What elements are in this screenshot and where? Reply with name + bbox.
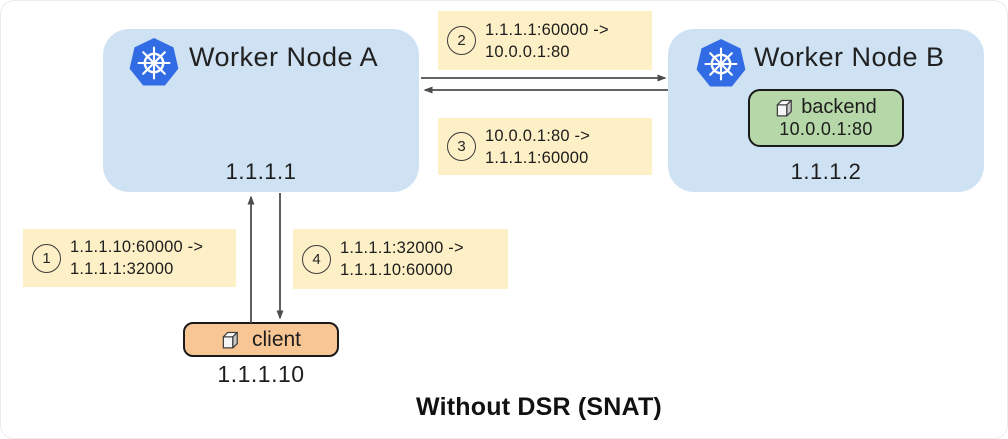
diagram-title: Without DSR (SNAT) xyxy=(416,393,662,421)
step-text: 10.0.0.1:80 -> 1.1.1.1:60000 xyxy=(485,125,590,169)
worker-node-a-box: Worker Node A 1.1.1.1 xyxy=(103,29,419,192)
step-line: 1.1.1.1:32000 -> xyxy=(340,239,464,257)
cube-icon xyxy=(776,99,793,117)
step-line: 1.1.1.10:60000 -> xyxy=(70,238,204,256)
kubernetes-icon xyxy=(129,38,179,86)
kubernetes-icon xyxy=(696,39,746,87)
worker-node-b-ip: 1.1.1.2 xyxy=(790,159,862,184)
step-line: 1.1.1.1:32000 xyxy=(70,260,174,278)
worker-node-b-box: Worker Node B backend 10.0.0.1:80 1.1.1.… xyxy=(668,29,984,192)
step-number-badge: 2 xyxy=(447,26,476,55)
step-number-badge: 1 xyxy=(32,243,61,273)
step-label-3: 3 10.0.0.1:80 -> 1.1.1.1:60000 xyxy=(438,118,652,175)
backend-address: 10.0.0.1:80 xyxy=(779,119,873,140)
worker-node-a-title: Worker Node A xyxy=(189,42,379,72)
step-number-badge: 3 xyxy=(447,132,476,161)
worker-node-b-title: Worker Node B xyxy=(754,42,945,72)
step-line: 10.0.0.1:80 -> xyxy=(485,126,591,145)
cube-icon xyxy=(222,331,238,349)
step-text: 1.1.1.10:60000 -> 1.1.1.1:32000 xyxy=(70,236,203,280)
step-label-2: 2 1.1.1.1:60000 -> 10.0.0.1:80 xyxy=(438,11,652,70)
step-line: 1.1.1.1:60000 -> xyxy=(485,20,609,39)
step-label-4: 4 1.1.1.1:32000 -> 1.1.1.10:60000 xyxy=(293,229,508,289)
worker-node-a-ip: 1.1.1.1 xyxy=(225,159,297,184)
step-label-1: 1 1.1.1.10:60000 -> 1.1.1.1:32000 xyxy=(23,229,236,287)
client-ip: 1.1.1.10 xyxy=(217,361,305,387)
step-text: 1.1.1.1:32000 -> 1.1.1.10:60000 xyxy=(340,237,464,281)
backend-pod-box: backend 10.0.0.1:80 xyxy=(748,89,904,147)
step-line: 10.0.0.1:80 xyxy=(485,42,570,61)
step-text: 1.1.1.1:60000 -> 10.0.0.1:80 xyxy=(485,19,609,63)
backend-name: backend xyxy=(801,96,877,119)
step-number-badge: 4 xyxy=(302,244,331,274)
client-box: client xyxy=(183,322,339,357)
step-line: 1.1.1.1:60000 xyxy=(485,148,589,167)
client-name: client xyxy=(251,327,302,351)
step-line: 1.1.1.10:60000 xyxy=(340,261,453,279)
